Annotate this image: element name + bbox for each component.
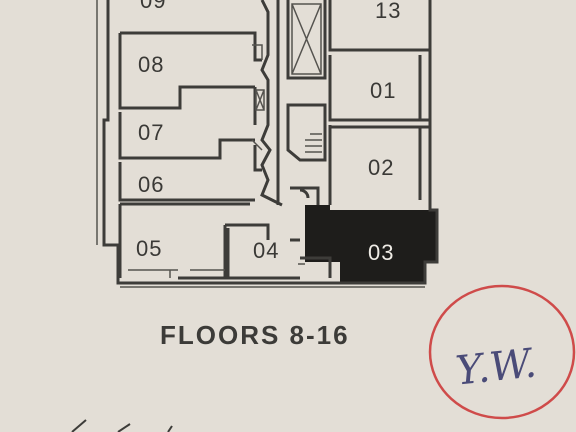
building-outline bbox=[102, 0, 439, 285]
corridor-walls bbox=[260, 0, 283, 207]
unit-09-label[interactable]: 09 bbox=[140, 0, 166, 13]
unit-02-label[interactable]: 02 bbox=[368, 155, 394, 180]
unit-03-label[interactable]: 03 bbox=[368, 240, 394, 265]
elevator-core bbox=[286, 0, 327, 80]
stray-pen-marks bbox=[71, 419, 173, 432]
unit-07-label[interactable]: 07 bbox=[138, 120, 164, 145]
unit-05-walls bbox=[118, 202, 270, 280]
elevator-cross bbox=[291, 3, 322, 75]
unit-02-walls bbox=[328, 125, 430, 205]
handwritten-initials: Y.W. bbox=[454, 340, 539, 394]
closet-details bbox=[128, 44, 305, 278]
stair-treads bbox=[305, 133, 322, 153]
unit-13-walls bbox=[328, 0, 430, 52]
outer-shadow-line bbox=[96, 0, 425, 288]
unit-13-label[interactable]: 13 bbox=[375, 0, 401, 23]
unit-06-label[interactable]: 06 bbox=[138, 172, 164, 197]
service-room bbox=[290, 186, 320, 205]
unit-03-fill[interactable] bbox=[305, 205, 437, 283]
unit-05-label[interactable]: 05 bbox=[136, 236, 162, 261]
unit-08-label[interactable]: 08 bbox=[138, 52, 164, 77]
stair-core bbox=[286, 103, 327, 162]
unit-07-walls bbox=[118, 87, 257, 160]
unit-08-walls bbox=[118, 31, 262, 110]
unit-06-walls bbox=[118, 145, 262, 202]
unit-04-walls bbox=[226, 228, 332, 280]
approval-stamp-circle bbox=[428, 284, 576, 420]
unit-04-label[interactable]: 04 bbox=[253, 238, 279, 263]
unit-01-walls bbox=[328, 55, 430, 122]
unit-01-label[interactable]: 01 bbox=[370, 78, 396, 103]
floors-caption: FLOORS 8-16 bbox=[160, 320, 350, 350]
